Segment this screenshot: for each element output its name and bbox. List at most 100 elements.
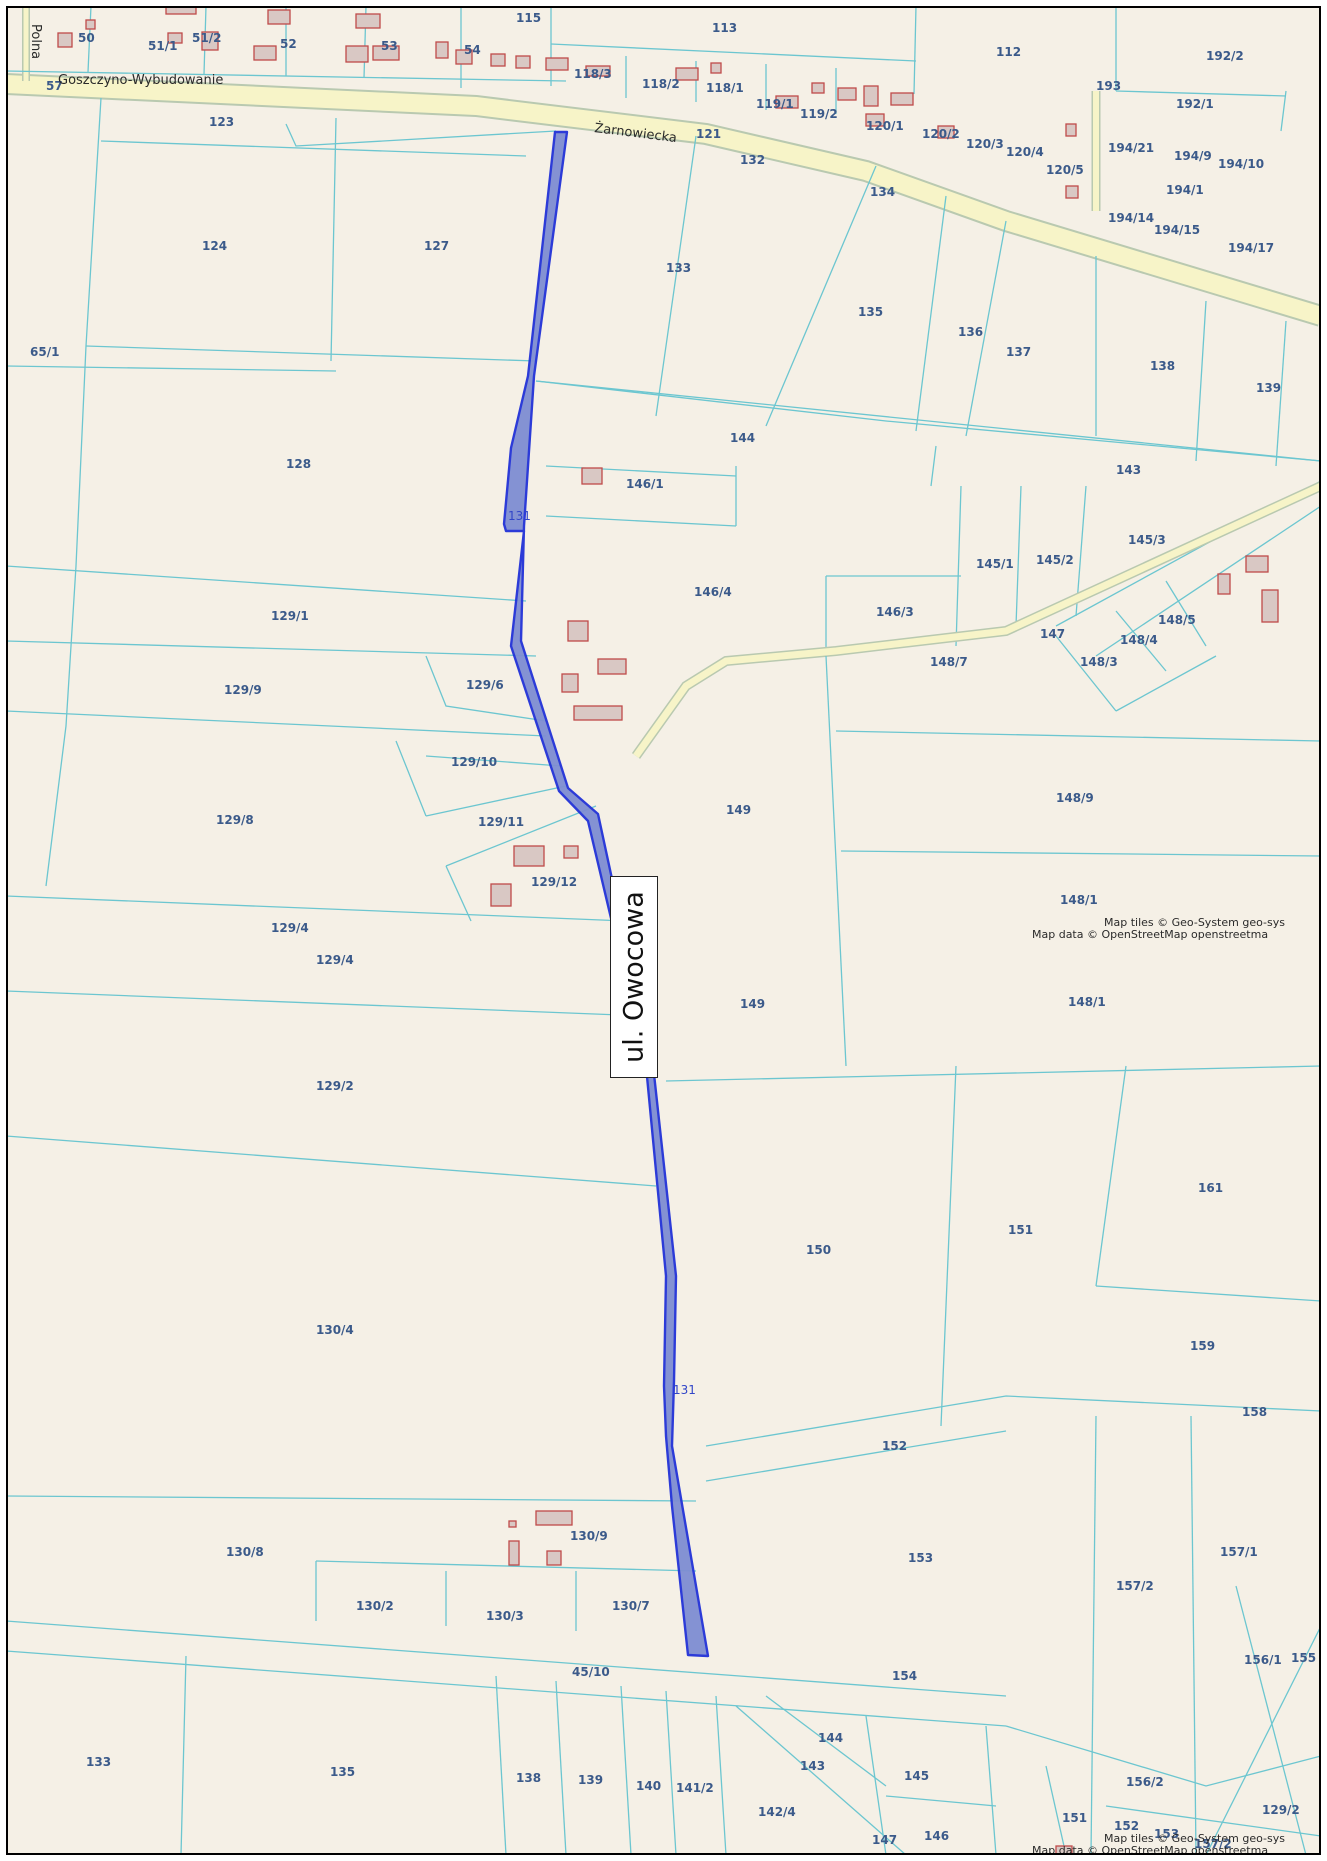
- parcel-label: 120/3: [966, 137, 1004, 151]
- parcel-label: 152: [1114, 1819, 1139, 1833]
- map-attribution: Map tiles © Geo-System geo-sys Map data …: [1032, 916, 1285, 1855]
- parcel-label: 145/2: [1036, 553, 1074, 567]
- parcel-label: 151: [1008, 1223, 1033, 1237]
- attribution-tiles: Map tiles © Geo-System geo-sys: [1104, 916, 1285, 929]
- parcel-label: 118/1: [706, 81, 744, 95]
- parcel-label: 142/4: [758, 1805, 796, 1819]
- parcel-label: 138: [516, 1771, 541, 1785]
- parcel-label: 148/7: [930, 655, 968, 669]
- parcel-label: 129/8: [216, 813, 254, 827]
- parcel-label: 129/4: [316, 953, 354, 967]
- parcel-label: 130/7: [612, 1599, 650, 1613]
- parcel-label: 139: [578, 1773, 603, 1787]
- parcel-label: 133: [666, 261, 691, 275]
- parcel-label: 52: [280, 37, 297, 51]
- parcel-label: 156/1: [1244, 1653, 1282, 1667]
- parcel-label: 149: [740, 997, 765, 1011]
- parcel-label: 139: [1256, 381, 1281, 395]
- parcel-label: 193: [1096, 79, 1121, 93]
- parcel-label: 158: [1242, 1405, 1267, 1419]
- parcel-label: 129/4: [271, 921, 309, 935]
- parcel-label: 51/1: [148, 39, 177, 53]
- parcel-label: 155: [1291, 1651, 1316, 1665]
- parcel-label: 137: [1006, 345, 1031, 359]
- parcel-label: 65/1: [30, 345, 59, 359]
- parcel-label: 121: [696, 127, 721, 141]
- parcel-label: 147: [872, 1833, 897, 1847]
- parcel-label: 148/3: [1080, 655, 1118, 669]
- parcel-label: 159: [1190, 1339, 1215, 1353]
- parcel-label: 156/2: [1126, 1775, 1164, 1789]
- parcel-label: 51/2: [192, 31, 221, 45]
- parcel-label: 113: [712, 21, 737, 35]
- parcel-label: 157/1: [1220, 1545, 1258, 1559]
- parcel-label: 157/2: [1194, 1837, 1232, 1851]
- parcel-label: 145/1: [976, 557, 1014, 571]
- parcel-label: 194/10: [1218, 157, 1264, 171]
- parcel-label: 118/3: [574, 67, 612, 81]
- parcel-label: 146/4: [694, 585, 732, 599]
- parcel-label: 194/15: [1154, 223, 1200, 237]
- parcel-label: 130/3: [486, 1609, 524, 1623]
- parcel-label: 136: [958, 325, 983, 339]
- parcel-label: 50: [78, 31, 95, 45]
- parcel-label: 124: [202, 239, 227, 253]
- parcel-label: 143: [1116, 463, 1141, 477]
- parcel-label: 151: [1062, 1811, 1087, 1825]
- parcel-label: 129/12: [531, 875, 577, 889]
- parcel-label: 129/11: [478, 815, 524, 829]
- parcel-label: 148/9: [1056, 791, 1094, 805]
- parcel-label: 134: [870, 185, 895, 199]
- parcel-label: 141/2: [676, 1781, 714, 1795]
- parcel-label: 138: [1150, 359, 1175, 373]
- parcel-label: 149: [726, 803, 751, 817]
- parcel-labels: 50 51/1 51/2 52 53 54 57 115 113 112 192…: [30, 11, 1316, 1851]
- owocowa-highlight[interactable]: [502, 130, 710, 1658]
- parcel-label: 148/4: [1120, 633, 1158, 647]
- parcel-label: 145/3: [1128, 533, 1166, 547]
- attribution-tiles-bottom: Map tiles © Geo-System geo-sys: [1104, 1832, 1285, 1845]
- parcel-label: 194/21: [1108, 141, 1154, 155]
- parcel-label: 118/2: [642, 77, 680, 91]
- parcel-label: 152: [882, 1439, 907, 1453]
- street-name-owocowa: ul. Owocowa: [618, 891, 650, 1063]
- parcel-label: 119/2: [800, 107, 838, 121]
- street-label-polna: Polna: [28, 24, 43, 59]
- parcel-label: 120/5: [1046, 163, 1084, 177]
- parcel-label: 192/1: [1176, 97, 1214, 111]
- parcel-label: 194/14: [1108, 211, 1154, 225]
- parcel-label: 135: [858, 305, 883, 319]
- parcel-label: 146: [924, 1829, 949, 1843]
- parcel-label: 135: [330, 1765, 355, 1779]
- parcel-label: 129/6: [466, 678, 504, 692]
- parcel-label: 146/1: [626, 477, 664, 491]
- parcel-label: 146/3: [876, 605, 914, 619]
- parcel-label: 150: [806, 1243, 831, 1257]
- parcel-label: 157/2: [1116, 1579, 1154, 1593]
- parcel-label: 143: [800, 1759, 825, 1773]
- buildings: [57, 6, 1279, 1855]
- parcel-label: 144: [818, 1731, 843, 1745]
- cadastral-map[interactable]: 50 51/1 51/2 52 53 54 57 115 113 112 192…: [6, 6, 1321, 1855]
- parcel-label: 192/2: [1206, 49, 1244, 63]
- parcel-label: 130/2: [356, 1599, 394, 1613]
- parcel-label: 128: [286, 457, 311, 471]
- parcel-label: 120/1: [866, 119, 904, 133]
- parcel-label: 119/1: [756, 97, 794, 111]
- parcel-label: 129/10: [451, 755, 497, 769]
- street-name-box: ul. Owocowa: [610, 876, 658, 1078]
- parcel-label: 123: [209, 115, 234, 129]
- parcel-label: 53: [381, 39, 398, 53]
- parcel-label: 131: [508, 509, 531, 523]
- parcel-label: 129/2: [1262, 1803, 1300, 1817]
- parcel-label: 154: [892, 1669, 917, 1683]
- parcel-label: 129/1: [271, 609, 309, 623]
- parcel-label: 133: [86, 1755, 111, 1769]
- parcel-label: 112: [996, 45, 1021, 59]
- parcel-label: 45/10: [572, 1665, 610, 1679]
- parcel-label: 129/2: [316, 1079, 354, 1093]
- parcel-label: 161: [1198, 1181, 1223, 1195]
- attribution-data: Map data © OpenStreetMap openstreetma: [1032, 928, 1268, 941]
- parcel-label: 57: [46, 79, 63, 93]
- parcel-label: 130/4: [316, 1323, 354, 1337]
